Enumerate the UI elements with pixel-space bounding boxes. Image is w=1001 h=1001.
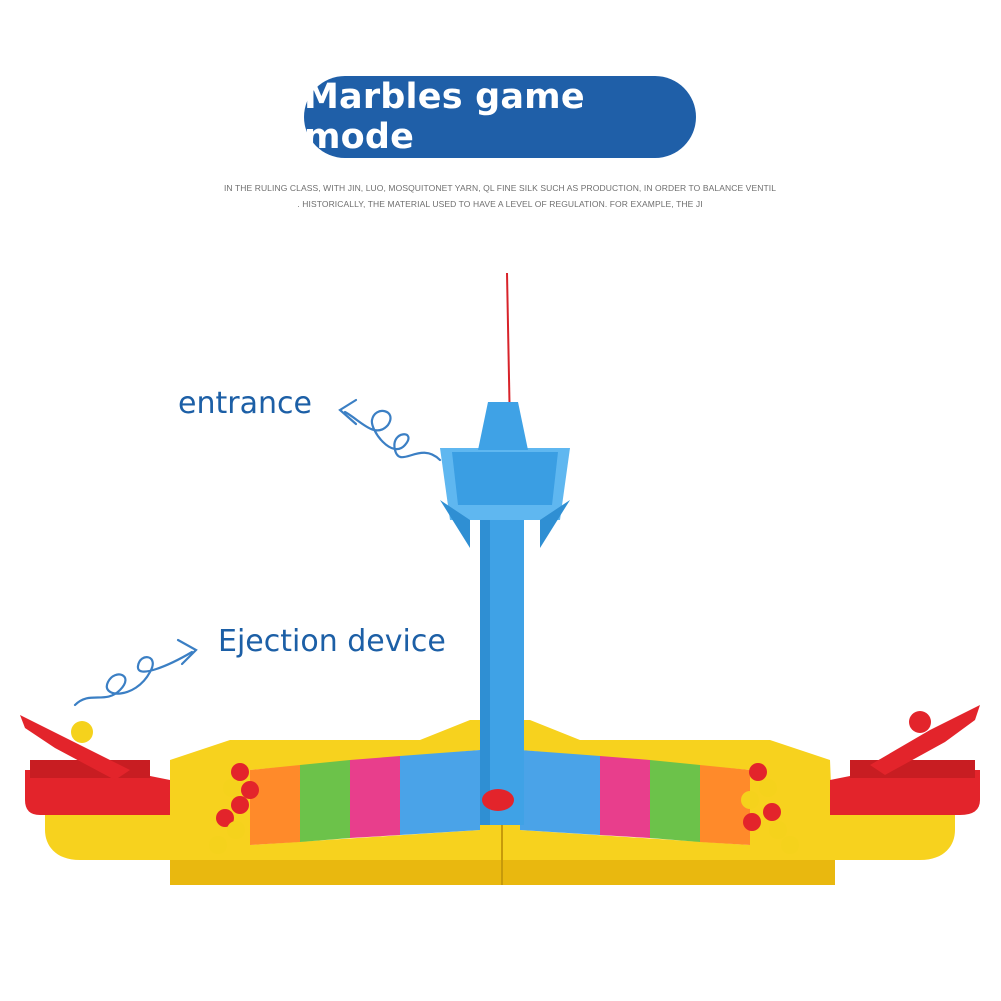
subtitle-line-1: IN THE RULING CLASS, WITH JIN, LUO, MOSQ… xyxy=(223,183,777,193)
subtitle-line-2: . HISTORICALLY, THE MATERIAL USED TO HAV… xyxy=(297,199,703,209)
right-marbles xyxy=(741,763,799,854)
ejection-device-label: Ejection device xyxy=(218,624,446,659)
entrance-label: entrance xyxy=(178,386,312,421)
left-marbles xyxy=(209,763,259,854)
title-pill: Marbles game mode xyxy=(304,76,696,158)
red-button xyxy=(482,789,514,811)
page-title: Marbles game mode xyxy=(304,77,585,157)
blue-tower xyxy=(440,402,570,825)
ejection-arrow-icon xyxy=(73,638,198,707)
left-launcher xyxy=(20,715,170,815)
right-launcher xyxy=(830,705,980,815)
entrance-arrow-icon xyxy=(338,398,442,462)
